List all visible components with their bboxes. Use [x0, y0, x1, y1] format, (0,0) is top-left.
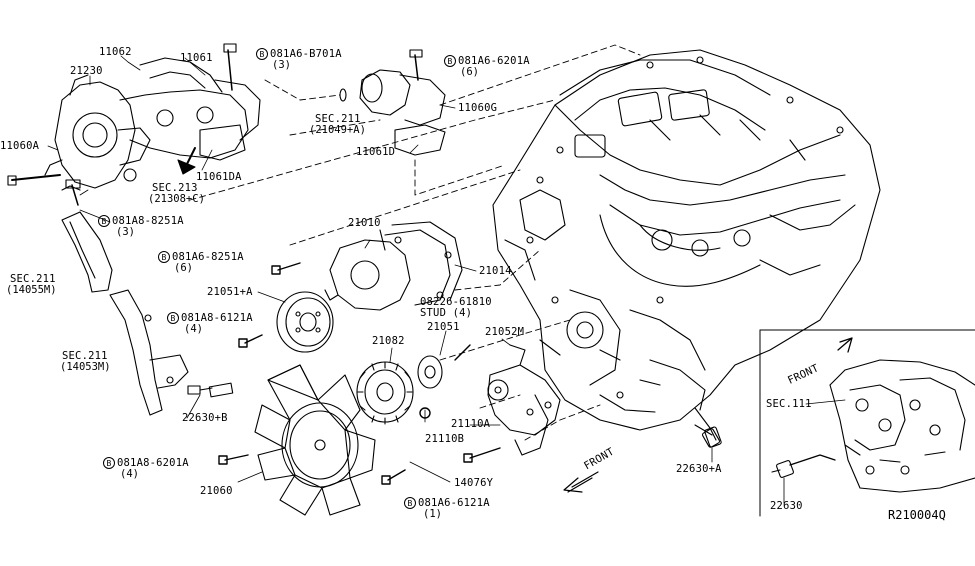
bolt-code: 081A6-8251A [172, 251, 244, 263]
bolt-code: 081A8-6201A [117, 457, 189, 469]
bolt-qty-6: (4) [120, 468, 139, 480]
bolt-symbol-icon: B [158, 251, 170, 263]
part-22630a: 22630+A [676, 463, 722, 475]
part-21014: 21014 [479, 265, 512, 277]
part-21010: 21010 [348, 217, 381, 229]
part-22630: 22630 [770, 500, 803, 512]
part-11060g: 11060G [458, 102, 498, 114]
part-11060a: 11060A [0, 140, 40, 152]
bolt-symbol-icon: B [98, 215, 110, 227]
thermostat-housing [7, 43, 261, 206]
bolt-qty-2: (6) [460, 66, 479, 78]
sec-213-label: SEC.213 [152, 182, 198, 194]
bolt-code: 081A8-8251A [112, 215, 184, 227]
bolt-code: 081A8-6121A [181, 312, 253, 324]
sec-211-a-label: SEC.211 [315, 113, 361, 125]
small-bolts [218, 262, 501, 485]
coolant-pipe [109, 289, 189, 416]
bolt-symbol-icon: B [167, 312, 179, 324]
fan-spacer [417, 355, 443, 389]
part-14076y: 14076Y [454, 477, 494, 489]
engine-block [492, 49, 881, 448]
sec-211-c-label: SEC.211 [62, 350, 108, 362]
part-21110a: 21110A [451, 418, 491, 430]
bolt-qty-3: (3) [116, 226, 135, 238]
bolt-symbol-icon: B [103, 457, 115, 469]
stud-text: STUD (4) [420, 307, 473, 319]
part-11062: 11062 [99, 46, 132, 58]
reference-code: R210004Q [888, 508, 946, 522]
pump-pulley [276, 291, 334, 353]
bolt-qty-7: (1) [423, 508, 442, 520]
part-21051a: 21051+A [207, 286, 253, 298]
bolt-code: 081A6-6201A [458, 55, 530, 67]
bolt-code: 081A6-B701A [270, 48, 342, 60]
sec-211-c-sub: (14053M) [60, 361, 111, 373]
sec213-arrow [177, 159, 196, 175]
bolt-symbol-icon: B [444, 55, 456, 67]
part-21110b: 21110B [425, 433, 465, 445]
leader-lines [47, 55, 846, 504]
temp-sensor-a [694, 424, 721, 448]
part-11061: 11061 [180, 52, 213, 64]
part-11061d: 11061D [356, 146, 396, 158]
temp-sensor-b [187, 382, 234, 398]
water-pump [324, 221, 463, 311]
bolt-qty-1: (3) [272, 59, 291, 71]
sec-211-a-sub: (21049+A) [309, 124, 366, 136]
idler-bracket [487, 344, 561, 456]
sec-213-sub: (21308+C) [148, 193, 205, 205]
part-22630b: 22630+B [182, 412, 228, 424]
coolant-hose [61, 211, 113, 293]
sec-211-b-sub: (14055M) [6, 284, 57, 296]
stud-part: 08226-61810 [420, 296, 492, 308]
part-21082: 21082 [372, 335, 405, 347]
part-21051: 21051 [427, 321, 460, 333]
inset-box [759, 329, 975, 517]
front-arrow [563, 471, 599, 493]
water-inlet [339, 49, 446, 156]
part-21230: 21230 [70, 65, 103, 77]
part-11061da: 11061DA [196, 171, 242, 183]
cooling-fan [254, 364, 376, 516]
bolt-symbol-icon: B [256, 48, 268, 60]
fan-clutch [356, 361, 414, 425]
part-21060: 21060 [200, 485, 233, 497]
bolt-qty-4: (6) [174, 262, 193, 274]
dashed-leaders [189, 44, 641, 441]
part-21052m: 21052M [485, 326, 525, 338]
bolt-qty-5: (4) [184, 323, 203, 335]
bolt-symbol-icon: B [404, 497, 416, 509]
sec-111-label: SEC.111 [766, 398, 812, 410]
bolt-code: 081A6-6121A [418, 497, 490, 509]
sec-211-b-label: SEC.211 [10, 273, 56, 285]
